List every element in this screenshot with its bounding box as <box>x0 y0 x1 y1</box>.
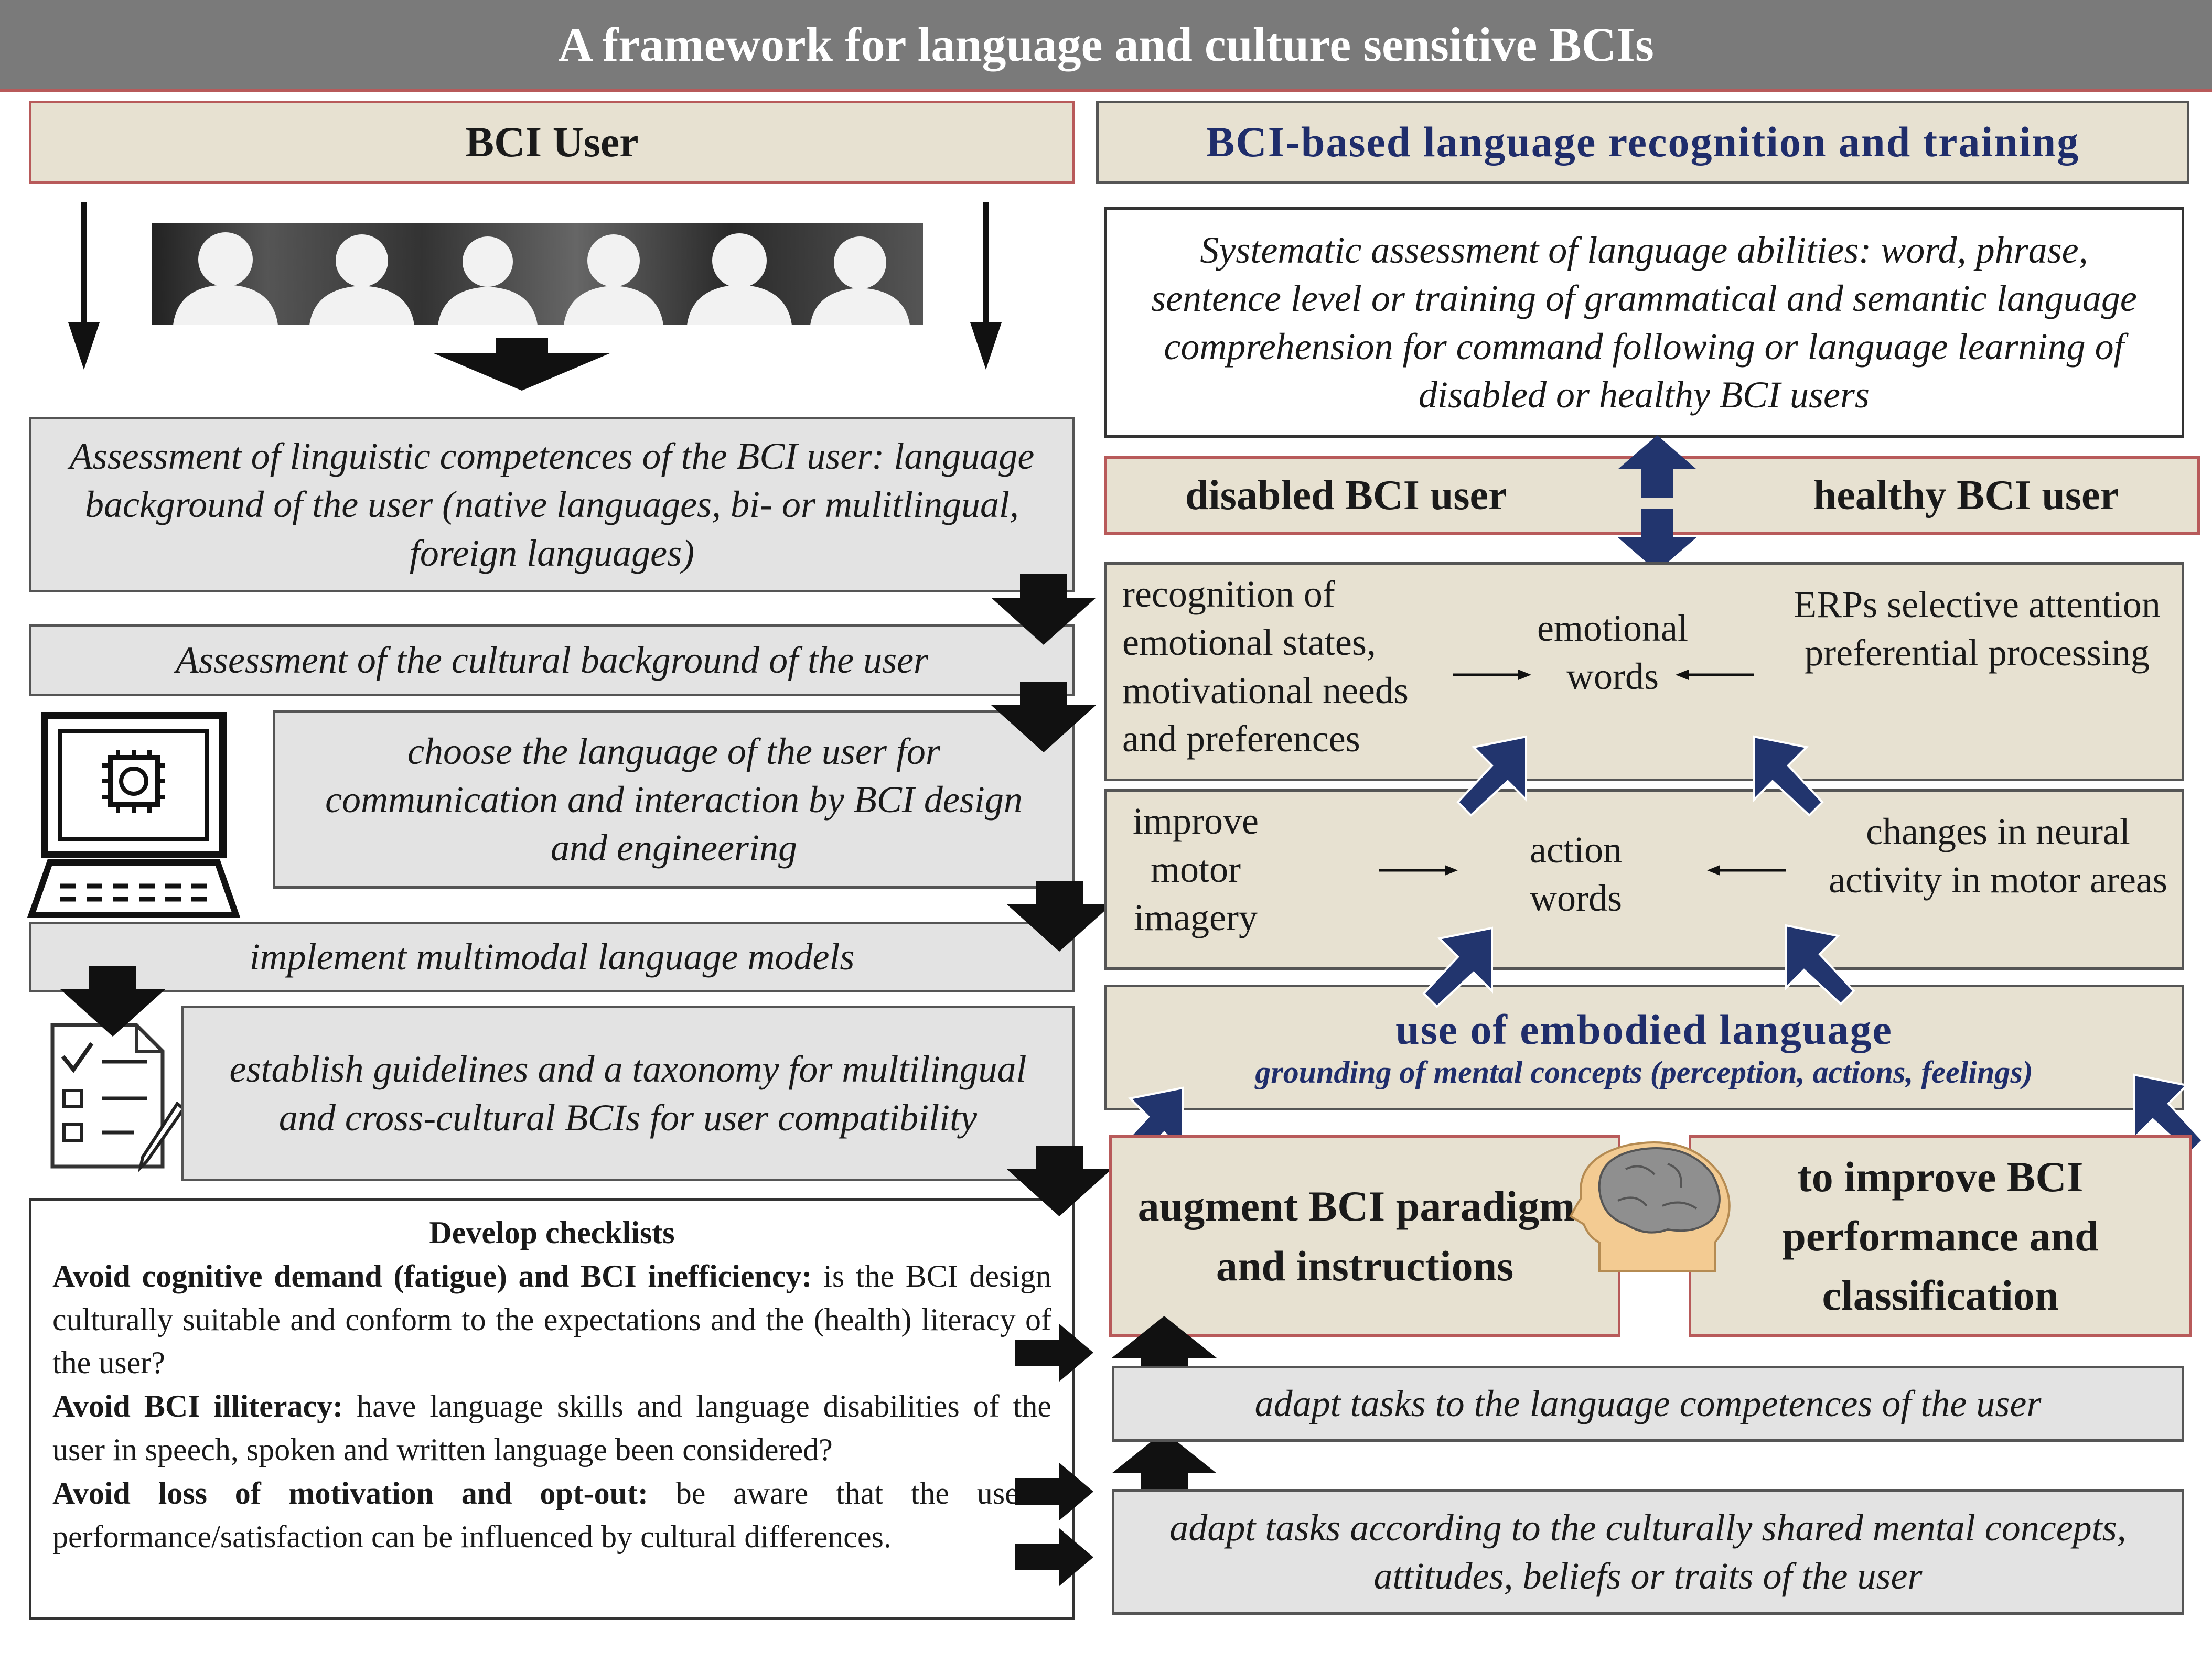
embodied-title: use of embodied language <box>1395 1005 1893 1053</box>
assess-cultural-box: Assessment of the cultural background of… <box>29 624 1075 696</box>
implement-models-box: implement multimodal language models <box>29 922 1075 992</box>
adapt-language-box: adapt tasks to the language competences … <box>1112 1366 2184 1442</box>
person-silhouette-icon <box>173 232 910 325</box>
connector-arrow <box>1007 881 1112 952</box>
connector-arrow <box>1007 1146 1112 1216</box>
connector-arrow <box>60 966 165 1037</box>
down-arrow-left <box>68 202 100 370</box>
blue-arrow-up-left <box>2133 1073 2204 1155</box>
checklist-box: Develop checklists Avoid cognitive deman… <box>29 1198 1075 1620</box>
blue-arrow-up-right <box>1422 926 1493 1008</box>
assess-linguistic-box: Assessment of linguistic competences of … <box>29 417 1075 592</box>
checklist-item: Avoid loss of motivation and opt-out: be… <box>52 1475 1051 1554</box>
adapt-culture-box: adapt tasks according to the culturally … <box>1112 1489 2184 1615</box>
emotional-words-box: recognition of emotional states, motivat… <box>1104 562 2184 781</box>
double-arrow <box>1618 435 1696 571</box>
choose-language-box: choose the language of the user for comm… <box>273 710 1075 889</box>
checklist-icon <box>50 1023 186 1173</box>
action-center-text: action words <box>1530 829 1622 920</box>
down-arrow-center <box>433 338 611 391</box>
up-arrow <box>1112 1431 1217 1510</box>
action-words-box: improve motor imagery action words chang… <box>1104 789 2184 970</box>
arrow-left <box>1676 670 1754 680</box>
computer-chip-icon <box>27 712 241 918</box>
up-arrow <box>1112 1316 1217 1395</box>
healthy-user-label: healthy BCI user <box>1813 472 2119 519</box>
emotional-center-text: emotional words <box>1537 607 1688 698</box>
disabled-user-label: disabled BCI user <box>1185 472 1507 519</box>
arrow-left <box>1707 865 1786 876</box>
systematic-assessment-box: Systematic assessment of language abilit… <box>1104 207 2184 438</box>
checklist-item: Avoid BCI illiteracy: have language skil… <box>52 1389 1051 1467</box>
title-bar: A framework for language and culture sen… <box>0 0 2212 92</box>
guidelines-box: establish guidelines and a taxonomy for … <box>181 1006 1075 1181</box>
head-brain-icon <box>1569 1141 1731 1272</box>
checklist-item: Avoid cognitive demand (fatigue) and BCI… <box>52 1258 1051 1380</box>
emotional-left-text: recognition of emotional states, motivat… <box>1122 573 1409 760</box>
right-arrow <box>1015 1324 1093 1382</box>
connector-arrow <box>991 574 1096 645</box>
arrow-right <box>1453 670 1531 680</box>
embodied-subtitle: grounding of mental concepts (perception… <box>1255 1054 2033 1089</box>
blue-arrow-up-left <box>1785 924 1855 1006</box>
right-arrow <box>1015 1528 1093 1586</box>
down-arrow-right <box>970 202 1002 370</box>
action-left-text: improve motor imagery <box>1133 800 1259 939</box>
checklist-title: Develop checklists <box>429 1215 675 1250</box>
connector-arrow <box>991 682 1096 752</box>
augment-box: augment BCI paradigms and instructions <box>1109 1135 1620 1337</box>
language-recognition-header: BCI-based language recognition and train… <box>1096 101 2189 184</box>
title-text: A framework for language and culture sen… <box>558 18 1654 71</box>
right-arrow <box>1015 1463 1093 1520</box>
action-right-text: changes in neural activity in motor area… <box>1829 811 2167 901</box>
bci-user-header: BCI User <box>29 101 1075 184</box>
emotional-right-text: ERPs selective attention preferential pr… <box>1794 584 2161 674</box>
blue-arrow-up-left <box>1753 735 1824 817</box>
blue-arrow-up-right <box>1456 735 1527 817</box>
improve-box: to improve BCI performance and classific… <box>1689 1135 2192 1337</box>
embodied-language-box: use of embodied language grounding of me… <box>1104 985 2184 1110</box>
user-silhouettes <box>152 223 923 325</box>
arrow-right <box>1379 865 1458 876</box>
